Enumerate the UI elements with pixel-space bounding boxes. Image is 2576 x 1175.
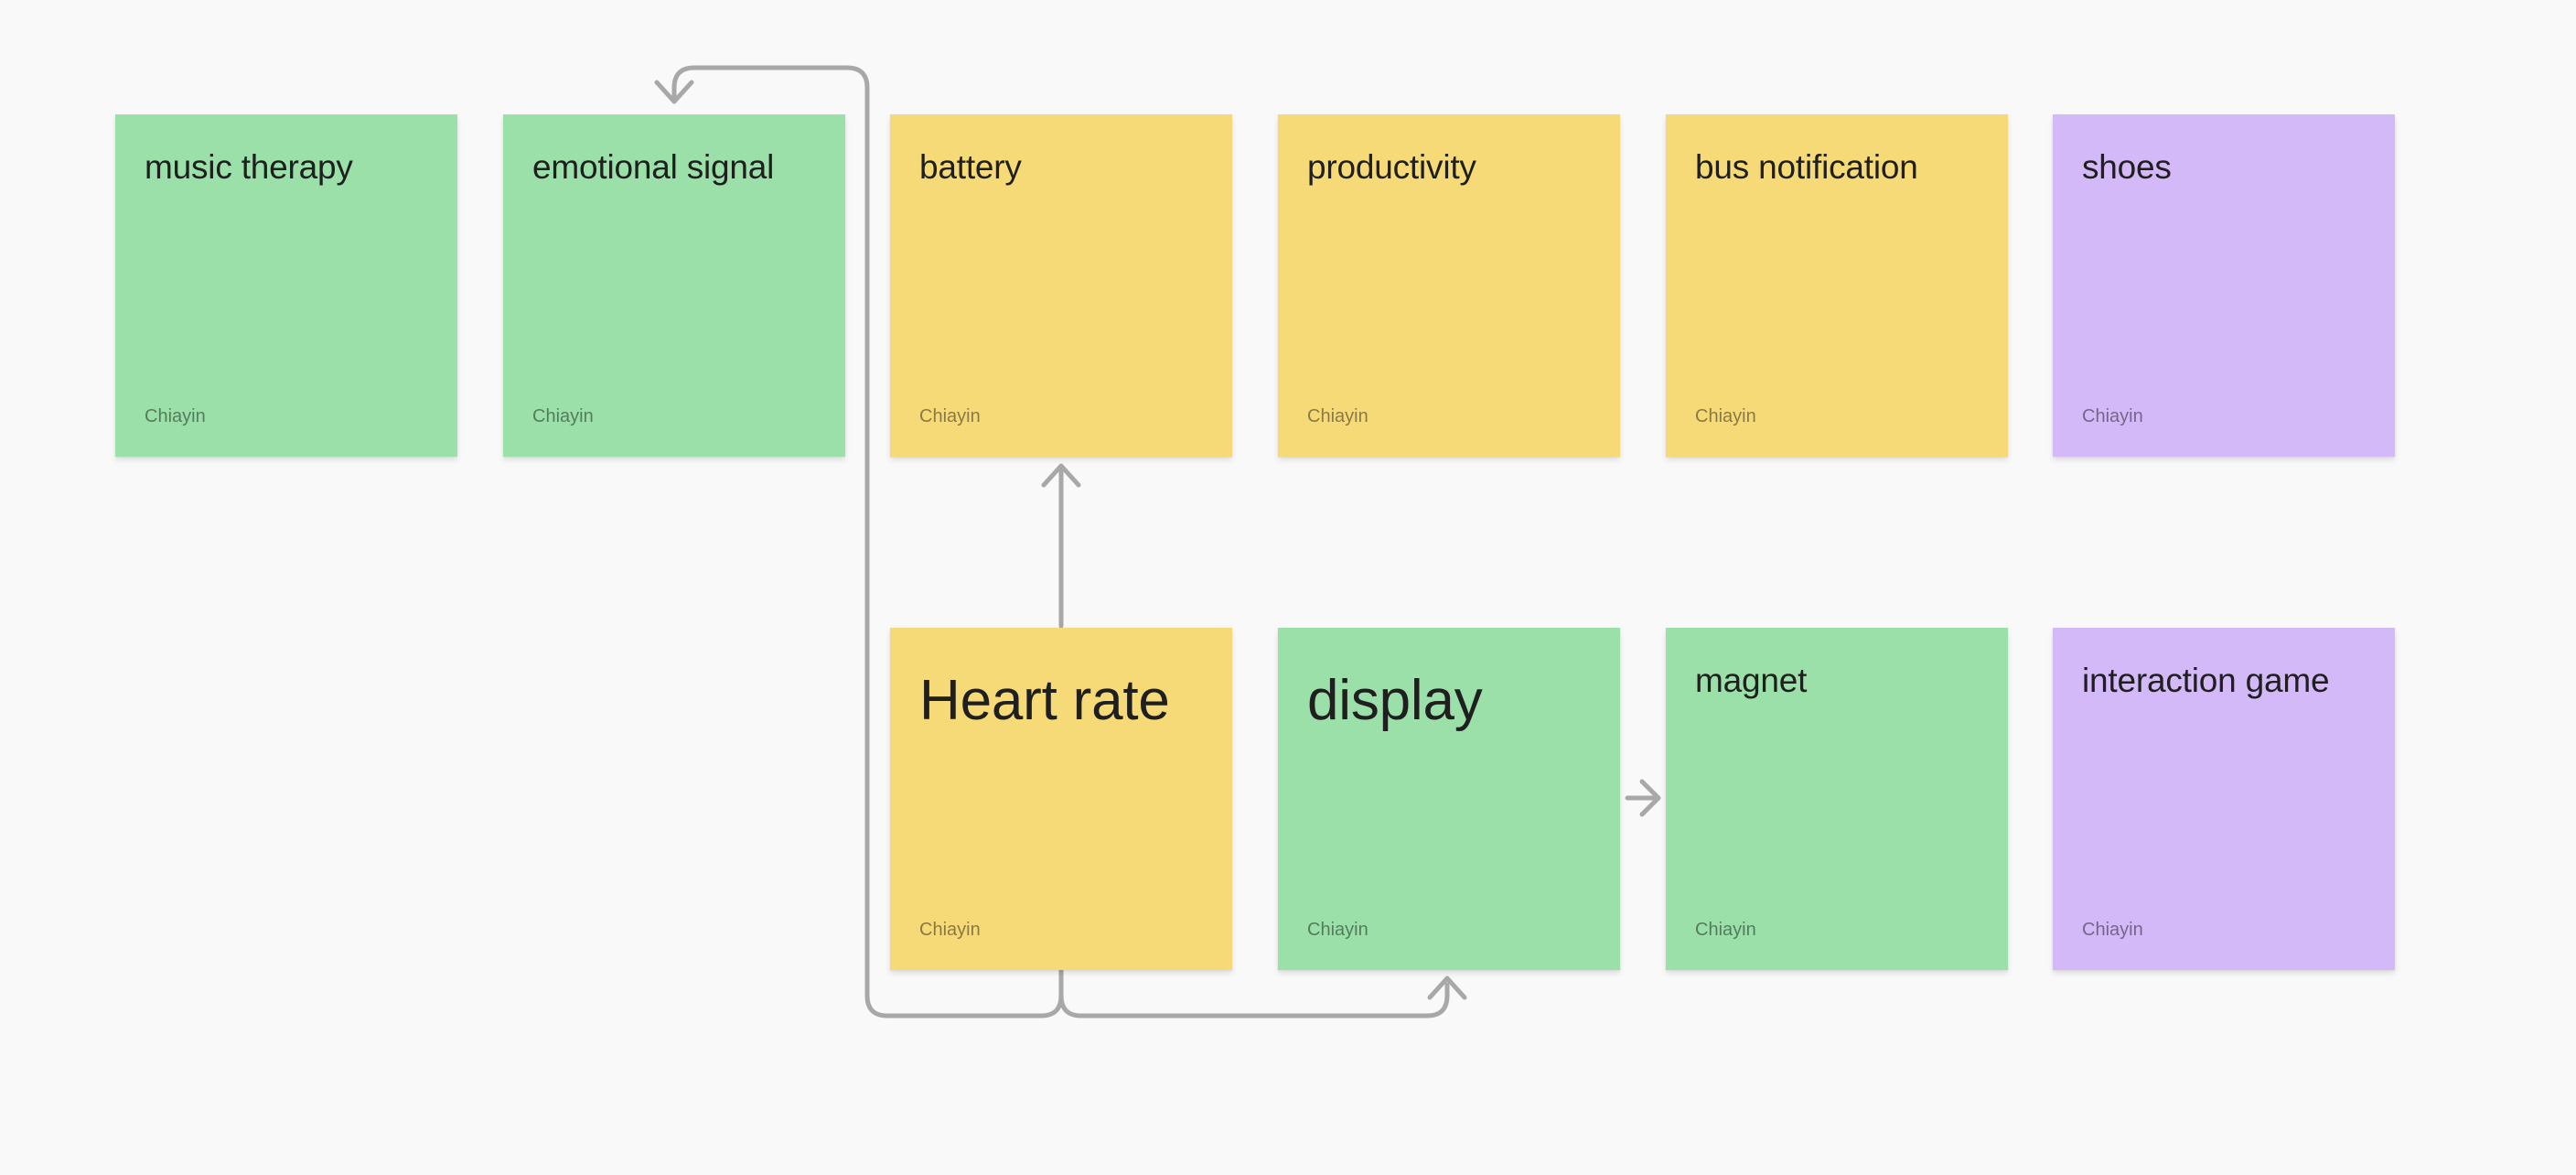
sticky-note-music-therapy[interactable]: music therapy Chiayin — [115, 114, 457, 457]
sticky-note-interaction-game[interactable]: interaction game Chiayin — [2053, 628, 2395, 970]
connector-arrowhead — [654, 80, 694, 104]
sticky-note-title: shoes — [2082, 148, 2172, 186]
sticky-note-emotional-signal[interactable]: emotional signal Chiayin — [503, 114, 845, 457]
sticky-note-author: Chiayin — [919, 920, 981, 940]
connector-arrowhead — [1639, 779, 1661, 817]
connector-heart-rate-to-emotional-signal[interactable] — [671, 65, 1064, 1019]
sticky-note-title: display — [1307, 669, 1483, 732]
sticky-note-author: Chiayin — [919, 406, 981, 426]
sticky-note-shoes[interactable]: shoes Chiayin — [2053, 114, 2395, 457]
sticky-note-title: interaction game — [2082, 662, 2330, 699]
sticky-note-magnet[interactable]: magnet Chiayin — [1666, 628, 2008, 970]
sticky-note-display[interactable]: display Chiayin — [1278, 628, 1620, 970]
sticky-note-title: magnet — [1695, 662, 1808, 699]
sticky-note-author: Chiayin — [2082, 406, 2143, 426]
sticky-note-author: Chiayin — [1695, 406, 1756, 426]
connector-arrowhead — [1041, 463, 1081, 488]
sticky-note-author: Chiayin — [1307, 406, 1368, 426]
sticky-note-title: Heart rate — [919, 669, 1170, 732]
sticky-note-title: emotional signal — [532, 148, 775, 186]
sticky-note-title: music therapy — [145, 148, 353, 186]
sticky-note-author: Chiayin — [145, 406, 206, 426]
connector-heart-rate-to-display[interactable] — [1058, 968, 1450, 1019]
sticky-note-author: Chiayin — [2082, 920, 2143, 940]
connector-arrowhead — [1427, 976, 1467, 1000]
sticky-note-author: Chiayin — [532, 406, 594, 426]
sticky-note-title: productivity — [1307, 148, 1476, 186]
sticky-note-productivity[interactable]: productivity Chiayin — [1278, 114, 1620, 457]
sticky-note-author: Chiayin — [1307, 920, 1368, 940]
sticky-note-heart-rate[interactable]: Heart rate Chiayin — [890, 628, 1232, 970]
sticky-note-bus-notification[interactable]: bus notification Chiayin — [1666, 114, 2008, 457]
sticky-note-title: bus notification — [1695, 148, 1918, 186]
sticky-note-title: battery — [919, 148, 1022, 186]
sticky-note-author: Chiayin — [1695, 920, 1756, 940]
sticky-note-battery[interactable]: battery Chiayin — [890, 114, 1232, 457]
